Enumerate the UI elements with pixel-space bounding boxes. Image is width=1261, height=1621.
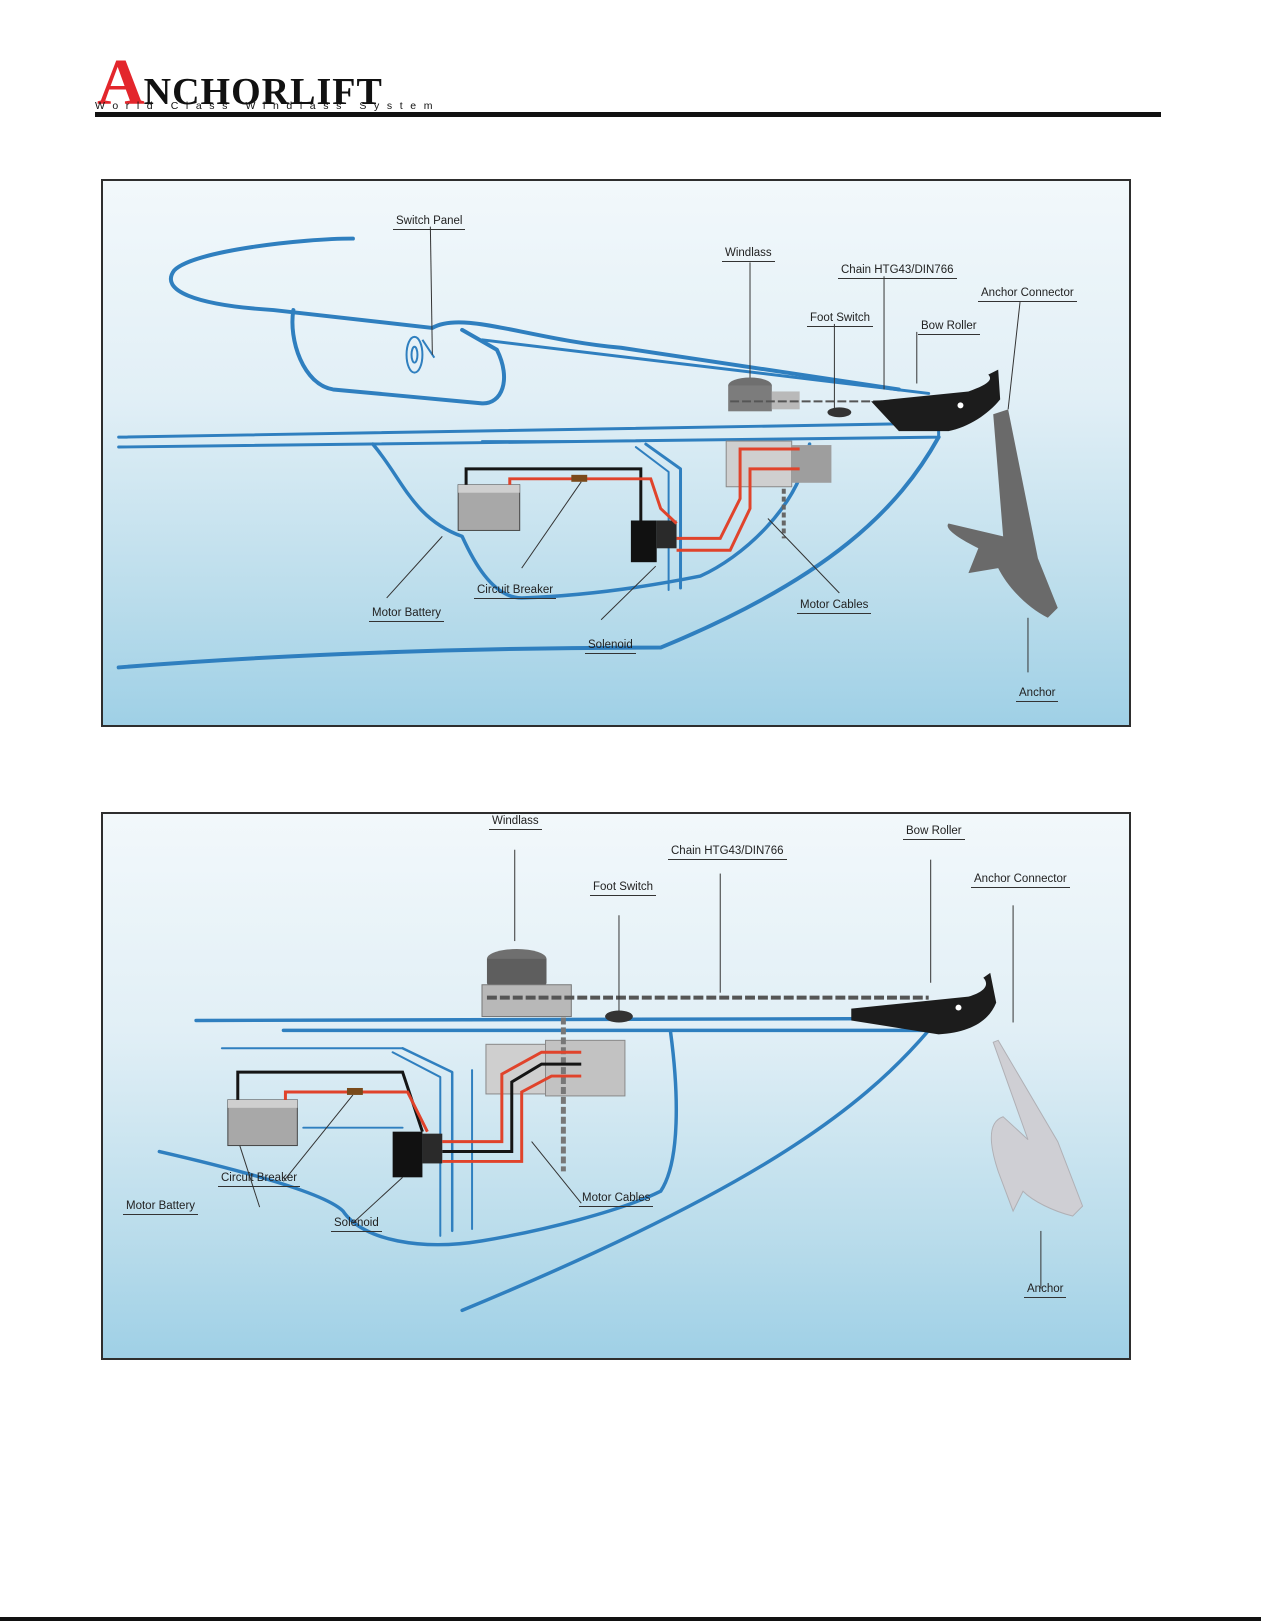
label-circuit-breaker: Circuit Breaker: [474, 583, 557, 599]
positive-cable: [508, 477, 678, 525]
bow-roller-icon: [851, 972, 997, 1035]
bow-roller-icon: [871, 369, 1001, 432]
label-anchor: Anchor: [1024, 1282, 1067, 1298]
foot-switch-icon: [605, 1010, 633, 1023]
motor-cable-3: [442, 1074, 582, 1163]
label-switch-panel: Switch Panel: [393, 214, 466, 230]
windlass-motor-icon: [485, 1039, 626, 1097]
foot-switch-icon: [827, 407, 852, 418]
leader-lines: [239, 849, 1042, 1289]
diagram-2-drawing: [157, 849, 1084, 1313]
windlass-icon: [481, 949, 572, 1018]
label-foot-switch: Foot Switch: [590, 880, 657, 896]
compartment-outline: [371, 442, 812, 600]
negative-cable: [464, 467, 643, 521]
motor-cable-2: [442, 1062, 582, 1154]
label-circuit-breaker: Circuit Breaker: [218, 1171, 301, 1187]
installation-diagram-1: Switch Panel Windlass Chain HTG43/DIN766…: [101, 179, 1131, 727]
bow-line: [460, 1028, 931, 1313]
label-motor-battery: Motor Battery: [369, 606, 445, 622]
steering-wheel-icon: [405, 335, 436, 374]
label-motor-battery: Motor Battery: [123, 1199, 199, 1215]
diagram-1-drawing: [116, 226, 1058, 673]
label-motor-cables: Motor Cables: [579, 1191, 654, 1207]
bow-line: [116, 435, 941, 670]
deck-upper: [480, 338, 931, 395]
motor-battery-icon: [227, 1099, 298, 1147]
brand-initial: A: [97, 46, 145, 119]
motor-cable-1: [442, 1050, 582, 1144]
label-windlass: Windlass: [722, 246, 775, 262]
label-anchor-connector: Anchor Connector: [971, 872, 1070, 888]
cabin-windshield: [168, 236, 901, 392]
label-anchor-connector: Anchor Connector: [978, 286, 1077, 302]
header-rule: [95, 112, 1161, 117]
circuit-breaker-icon: [571, 474, 588, 482]
solenoid-icon: [392, 1131, 443, 1178]
solenoid-icon: [630, 520, 677, 563]
bulkhead-2: [391, 1051, 442, 1237]
label-motor-cables: Motor Cables: [797, 598, 872, 614]
motor-battery-icon: [457, 484, 521, 531]
brand-name: NCHORLIFT: [143, 71, 383, 113]
label-windlass: Windlass: [489, 814, 542, 830]
footer-rule: [0, 1617, 1261, 1621]
bulkhead: [401, 1047, 454, 1233]
label-bow-roller: Bow Roller: [918, 319, 980, 335]
bulkhead-2: [634, 446, 670, 591]
hull-outline: [157, 1030, 678, 1247]
label-foot-switch: Foot Switch: [807, 311, 874, 327]
motor-cable-2: [676, 467, 800, 552]
cabin-body: [290, 308, 507, 406]
anchor-icon: [990, 1039, 1084, 1217]
windlass-icon: [728, 377, 800, 412]
bulkhead: [644, 442, 683, 590]
brand-tagline: World Class Windlass System: [95, 100, 441, 112]
label-solenoid: Solenoid: [331, 1216, 382, 1232]
label-solenoid: Solenoid: [585, 638, 636, 654]
motor-cable-1: [676, 447, 800, 540]
deck-line: [117, 421, 941, 449]
leader-lines: [386, 226, 1029, 673]
anchor-icon: [947, 409, 1058, 618]
circuit-breaker-icon: [346, 1087, 363, 1095]
label-chain: Chain HTG43/DIN766: [668, 844, 787, 860]
installation-diagram-2: Windlass Bow Roller Chain HTG43/DIN766 A…: [101, 812, 1131, 1360]
label-bow-roller: Bow Roller: [903, 824, 965, 840]
label-anchor: Anchor: [1016, 686, 1059, 702]
brand-header: ANCHORLIFT World Class Windlass System: [95, 50, 1161, 120]
label-chain: Chain HTG43/DIN766: [838, 263, 957, 279]
positive-cable: [283, 1090, 429, 1133]
brand-logo: ANCHORLIFT: [97, 50, 383, 116]
